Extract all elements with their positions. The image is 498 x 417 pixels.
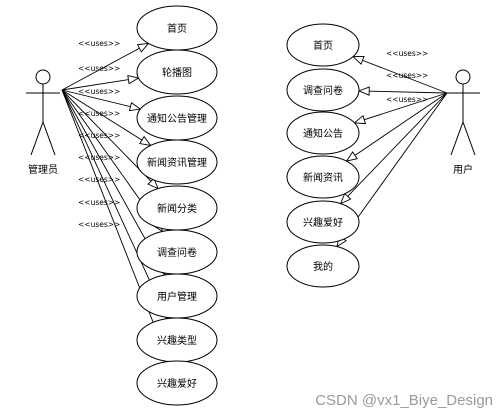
user-use-case-6: 我的	[286, 244, 360, 288]
user-use-case-4-ellipse	[286, 155, 360, 199]
admin-edge-2	[61, 74, 140, 91]
watermark: CSDN @vx1_Biye_Design	[315, 392, 493, 409]
admin-actor-left-leg	[30, 121, 44, 156]
admin-edge-9-line	[61, 89, 169, 362]
admin-use-case-9: 兴趣爱好	[136, 360, 218, 406]
admin-uses-label-4: <<uses>>	[78, 109, 120, 118]
user-use-case-4-label: 新闻资讯	[303, 171, 343, 184]
admin-use-case-5: 新闻分类	[136, 185, 218, 231]
admin-edge-3-arrowhead	[128, 101, 142, 112]
user-use-case-6-label: 我的	[313, 260, 333, 273]
admin-edge-5-arrowhead	[147, 177, 159, 190]
user-edge-3-line	[354, 92, 448, 124]
admin-actor	[26, 69, 60, 156]
user-use-case-4: 新闻资讯	[286, 155, 360, 199]
admin-use-case-2: 轮播图	[136, 49, 218, 95]
user-edge-2-line	[358, 90, 448, 94]
user-use-case-3-ellipse	[286, 111, 360, 155]
user-use-case-3: 通知公告	[286, 111, 360, 155]
user-actor	[446, 69, 480, 156]
admin-use-case-1: 首页	[136, 5, 218, 51]
user-use-case-1-ellipse	[286, 23, 360, 67]
user-actor-left-leg	[450, 121, 464, 156]
admin-uses-label-6: <<uses>>	[78, 153, 120, 162]
user-edge-4-arrowhead	[345, 151, 358, 162]
user-uses-label-3: <<uses>>	[386, 95, 428, 104]
admin-actor-head	[35, 69, 51, 85]
admin-use-case-8: 兴趣类型	[136, 317, 218, 363]
admin-use-case-4-label: 新闻资讯管理	[147, 156, 207, 169]
admin-use-case-7: 用户管理	[136, 273, 218, 319]
user-edge-2-arrowhead	[357, 86, 370, 96]
user-use-case-5: 兴趣爱好	[286, 200, 360, 244]
user-use-case-5-ellipse	[286, 200, 360, 244]
user-uses-label-1: <<uses>>	[386, 49, 428, 58]
user-actor-label: 用户	[453, 163, 473, 176]
admin-uses-label-1: <<uses>>	[78, 39, 120, 48]
admin-edge-4	[61, 89, 152, 147]
admin-use-case-4: 新闻资讯管理	[136, 139, 218, 185]
user-use-case-6-ellipse	[286, 244, 360, 288]
user-use-case-2-ellipse	[286, 68, 360, 112]
admin-edge-1-arrowhead	[136, 42, 150, 53]
admin-use-case-8-label: 兴趣类型	[157, 334, 197, 347]
user-association-lines: <<uses>> <<uses>> <<uses>>	[336, 49, 448, 248]
user-uses-label-2: <<uses>>	[386, 71, 428, 80]
user-edge-1-line	[352, 56, 448, 94]
admin-edge-4-line	[61, 89, 151, 146]
user-use-case-5-label: 兴趣爱好	[303, 216, 343, 229]
user-edge-1-arrowhead	[351, 56, 365, 65]
admin-use-case-2-ellipse	[136, 49, 218, 95]
admin-uses-label-9: <<uses>>	[78, 220, 120, 229]
admin-uses-label-5: <<uses>>	[78, 131, 120, 140]
user-edge-4-line	[346, 92, 448, 162]
user-use-case-1-label: 首页	[313, 39, 333, 52]
user-edge-4	[345, 92, 448, 162]
user-edge-1	[351, 56, 448, 94]
admin-use-case-6: 调查问卷	[136, 229, 218, 275]
admin-use-case-7-label: 用户管理	[157, 290, 197, 303]
user-actor-head	[455, 69, 471, 85]
admin-edge-2-arrowhead	[127, 74, 140, 85]
admin-use-case-1-label: 首页	[167, 22, 187, 35]
admin-use-case-2-label: 轮播图	[162, 66, 192, 79]
user-actor-right-leg	[462, 121, 476, 156]
admin-edge-1-line	[61, 43, 149, 91]
admin-use-case-5-label: 新闻分类	[157, 202, 197, 215]
admin-uses-label-3: <<uses>>	[78, 87, 120, 96]
admin-uses-label-7: <<uses>>	[78, 175, 120, 184]
admin-edge-3-line	[61, 89, 141, 110]
admin-edge-2-line	[61, 77, 139, 91]
admin-use-case-9-ellipse	[136, 360, 218, 406]
user-edge-5-arrowhead	[339, 192, 352, 205]
user-edge-3-arrowhead	[353, 115, 367, 125]
user-use-case-2-label: 调查问卷	[303, 84, 343, 97]
admin-use-case-3: 通知公告管理	[136, 95, 218, 141]
user-use-case-1: 首页	[286, 23, 360, 67]
user-edge-5-line	[340, 92, 448, 204]
admin-use-case-3-label: 通知公告管理	[147, 112, 207, 125]
admin-use-case-4-ellipse	[136, 139, 218, 185]
admin-use-case-6-label: 调查问卷	[157, 246, 197, 259]
user-use-case-2: 调查问卷	[286, 68, 360, 112]
admin-edge-3	[61, 89, 142, 112]
admin-actor-label: 管理员	[28, 163, 58, 176]
user-use-case-3-label: 通知公告	[303, 127, 343, 140]
admin-edge-1	[61, 42, 150, 91]
user-edge-3	[353, 92, 448, 125]
admin-uses-label-2: <<uses>>	[78, 64, 120, 73]
admin-edge-4-arrowhead	[139, 135, 152, 147]
admin-use-case-9-label: 兴趣爱好	[157, 377, 197, 390]
admin-actor-right-leg	[42, 121, 56, 156]
user-edge-5	[339, 92, 448, 205]
admin-uses-label-8: <<uses>>	[78, 198, 120, 207]
user-edge-2	[357, 86, 448, 96]
